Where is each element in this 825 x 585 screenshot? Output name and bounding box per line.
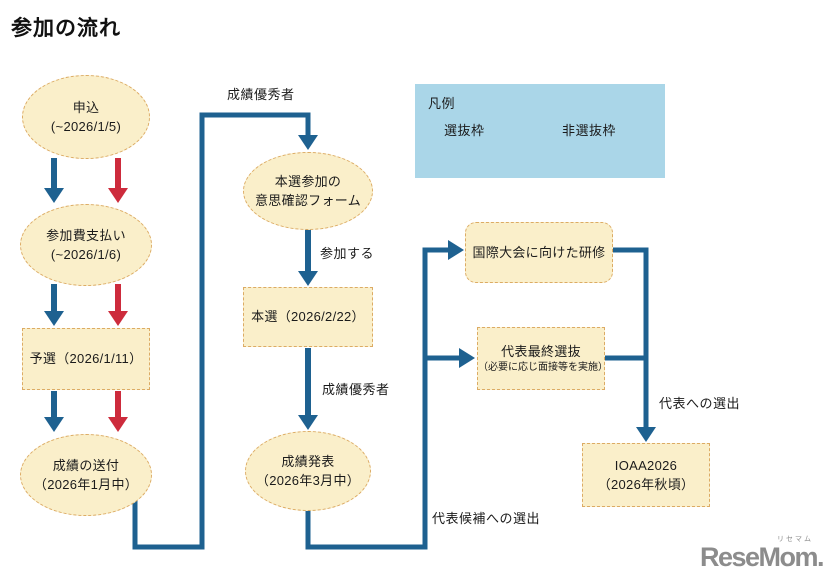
- node-results-line2: （2026年3月中）: [255, 473, 361, 488]
- arrow-qualifier-to-score: [44, 391, 128, 432]
- node-ioaa-line2: （2026年秋頃）: [597, 477, 695, 492]
- edge-label-mid-excellent: 成績優秀者: [322, 382, 390, 397]
- edge-label-participate: 参加する: [320, 246, 375, 261]
- node-ioaa-line1: IOAA2026: [614, 457, 678, 473]
- legend-selected-label: 選抜枠: [444, 123, 485, 138]
- node-score-delivery: 成績の送付 （2026年1月中）: [20, 434, 152, 516]
- node-intent-line2: 意思確認フォーム: [254, 193, 361, 208]
- node-fee-line1: 参加費支払い: [46, 227, 126, 243]
- arrow-fee-to-qualifier: [44, 284, 128, 326]
- node-results: 成績発表 （2026年3月中）: [245, 431, 371, 511]
- node-final-selection: 代表最終選抜 （必要に応じ面接等を実施）: [477, 327, 608, 390]
- page-title: 参加の流れ: [11, 17, 121, 40]
- node-results-line1: 成績発表: [281, 453, 335, 469]
- node-intent-form: 本選参加の 意思確認フォーム: [243, 152, 373, 230]
- node-training: 国際大会に向けた研修: [465, 222, 613, 283]
- node-score-line2: （2026年1月中）: [33, 477, 139, 492]
- resemom-logo-ruby: リセマム: [777, 536, 813, 543]
- arrow-final-to-results: [298, 348, 318, 430]
- node-training-line1: 国際大会に向けた研修: [472, 244, 606, 260]
- node-intent-line1: 本選参加の: [274, 173, 342, 189]
- resemom-logo: リセマム ReseMom.: [700, 536, 825, 572]
- edge-label-rep-selected: 代表への選出: [659, 396, 741, 411]
- arrow-intent-to-final: [298, 229, 318, 286]
- resemom-logo-text: ReseMom.: [700, 542, 825, 572]
- node-fee-payment: 参加費支払い (~2026/1/6): [20, 204, 152, 286]
- node-final-line1: 本選（2026/2/22）: [251, 309, 365, 325]
- node-fee-line2: (~2026/1/6): [50, 247, 122, 262]
- node-apply-line2: (~2026/1/5): [50, 119, 122, 134]
- route-to-ioaa: [604, 247, 656, 442]
- node-ioaa: IOAA2026 （2026年秋頃）: [582, 443, 710, 507]
- node-apply-line1: 申込: [72, 99, 100, 115]
- node-apply: 申込 (~2026/1/5): [22, 75, 150, 159]
- edge-label-rep-candidate: 代表候補への選出: [432, 511, 541, 526]
- node-qualifier-line1: 予選（2026/1/11）: [29, 351, 143, 367]
- arrow-apply-to-fee: [44, 158, 128, 203]
- node-selection-line1: 代表最終選抜: [501, 343, 581, 359]
- legend-unselected-label: 非選抜枠: [562, 123, 617, 138]
- route-results-to-training: [305, 240, 475, 550]
- node-selection-line2: （必要に応じ面接等を実施）: [478, 362, 608, 374]
- legend-title: 凡例: [428, 96, 456, 111]
- legend-box: 凡例 選抜枠 非選抜枠: [415, 84, 665, 178]
- route-score-to-intent-form: [132, 112, 318, 550]
- node-final-round: 本選（2026/2/22）: [243, 287, 373, 347]
- edge-label-top-excellent: 成績優秀者: [227, 87, 295, 102]
- node-score-line1: 成績の送付: [52, 457, 120, 473]
- node-qualifier: 予選（2026/1/11）: [22, 328, 150, 390]
